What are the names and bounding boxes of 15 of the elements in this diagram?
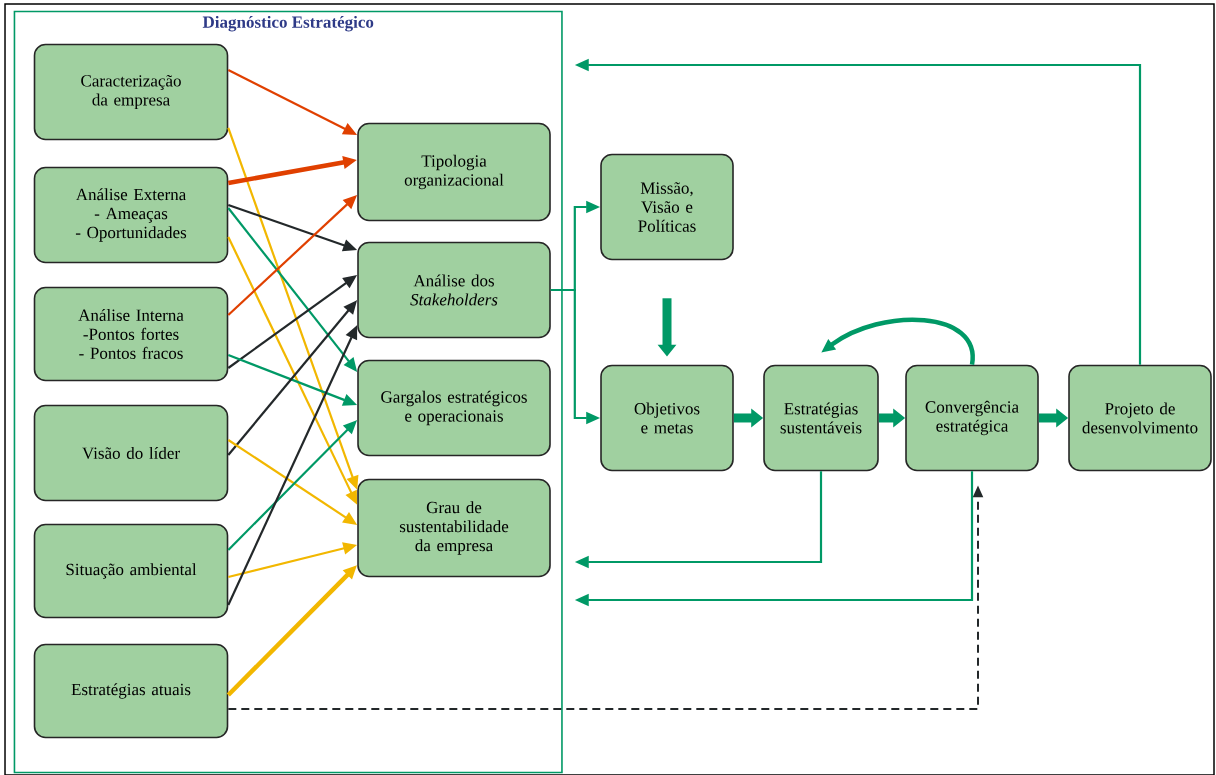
- process-box: Visão do líder: [33, 404, 229, 502]
- process-box: Análise Externa - Ameaças - Oportunidades: [33, 166, 229, 264]
- process-box: Estratégias atuais: [33, 643, 229, 739]
- process-box: Grau de sustentabilidade da empresa: [357, 478, 551, 578]
- process-box: Missão, Visão e Políticas: [600, 153, 734, 261]
- process-box: Caracterização da empresa: [33, 43, 229, 141]
- process-box: Análise Interna -Pontos fortes - Pontos fracos: [33, 286, 229, 382]
- process-box: Convergência estratégica: [905, 364, 1039, 472]
- process-box: Projeto de desenvolvimento: [1068, 364, 1212, 472]
- process-box: Análise dos Stakeholders: [357, 241, 551, 339]
- process-box: Tipologia organizacional: [357, 122, 551, 222]
- process-box: Situação ambiental: [33, 523, 229, 619]
- process-box: Gargalos estratégicos e operacionais: [357, 359, 551, 457]
- process-box: Objetivos e metas: [600, 364, 734, 472]
- process-box: Estratégias sustentáveis: [763, 364, 879, 472]
